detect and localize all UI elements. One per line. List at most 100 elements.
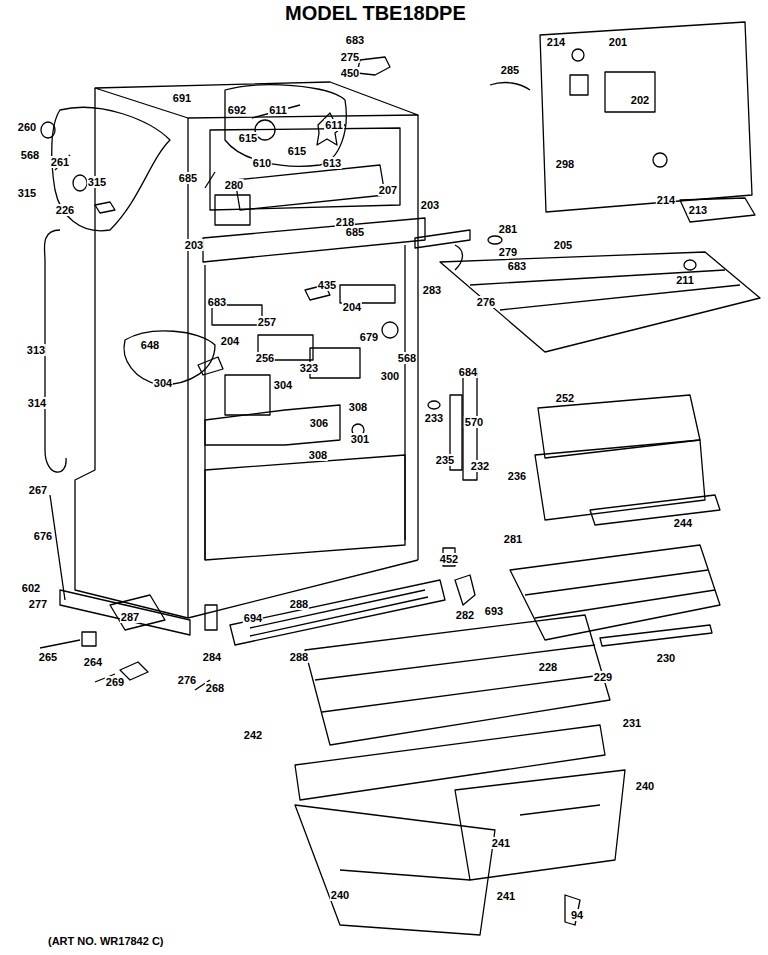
callout-number: 685 xyxy=(178,172,198,184)
ice-tray xyxy=(680,198,755,222)
callout-number: 205 xyxy=(553,239,573,251)
shelf xyxy=(305,615,610,745)
callout-number: 287 xyxy=(120,611,140,623)
callout-number: 240 xyxy=(330,889,350,901)
callout-number: 304 xyxy=(273,379,293,391)
callout-number: 602 xyxy=(21,582,41,594)
callout-number: 204 xyxy=(220,335,240,347)
callout-number: 256 xyxy=(255,352,275,364)
drain-tube xyxy=(44,230,66,472)
callout-number: 204 xyxy=(342,301,362,313)
callout-number: 615 xyxy=(287,145,307,157)
callout-number: 315 xyxy=(17,187,37,199)
wire-shelf xyxy=(440,252,760,352)
callout-number: 233 xyxy=(424,412,444,424)
callout-number: 676 xyxy=(33,530,53,542)
callout-number: 692 xyxy=(227,104,247,116)
cabinet-top xyxy=(95,82,418,118)
callout-number: 691 xyxy=(172,92,192,104)
callout-number: 268 xyxy=(205,682,225,694)
callout-number: 683 xyxy=(507,260,527,272)
callout-number: 281 xyxy=(503,533,523,545)
callout-number: 218 xyxy=(335,216,355,228)
callout-number: 611 xyxy=(268,104,288,116)
callout-number: 265 xyxy=(38,651,58,663)
callout-number: 610 xyxy=(252,157,272,169)
callout-number: 228 xyxy=(538,661,558,673)
callout-number: 279 xyxy=(498,246,518,258)
callout-number: 306 xyxy=(309,417,329,429)
callout-number: 281 xyxy=(498,223,518,235)
callout-number: 277 xyxy=(28,598,48,610)
callout-number: 94 xyxy=(570,909,584,921)
callout-number: 280 xyxy=(224,179,244,191)
callout-number: 214 xyxy=(656,194,676,206)
freezer-liner xyxy=(210,128,400,210)
fan-motor xyxy=(215,195,250,225)
callout-number: 450 xyxy=(340,67,360,79)
callout-number: 214 xyxy=(546,36,566,48)
cutaway xyxy=(225,85,346,166)
callout-number: 314 xyxy=(27,397,47,409)
callout-number: 211 xyxy=(675,274,695,286)
callout-number: 282 xyxy=(455,609,475,621)
crisper-cover xyxy=(295,725,605,800)
top-hinge xyxy=(357,57,390,75)
callout-number: 260 xyxy=(17,121,37,133)
model-title: MODEL TBE18DPE xyxy=(285,2,466,25)
callout-number: 300 xyxy=(380,370,400,382)
callout-number: 313 xyxy=(26,344,46,356)
cabinet-floor xyxy=(205,455,405,560)
callout-number: 203 xyxy=(184,239,204,251)
callout-number: 276 xyxy=(177,674,197,686)
callout-number: 684 xyxy=(458,366,478,378)
callout-number: 229 xyxy=(593,671,613,683)
callout-number: 257 xyxy=(257,316,277,328)
callout-number: 611 xyxy=(324,119,344,131)
callout-number: 568 xyxy=(20,149,40,161)
callout-number: 236 xyxy=(507,470,527,482)
callout-number: 304 xyxy=(153,377,173,389)
callout-number: 285 xyxy=(500,64,520,76)
callout-number: 235 xyxy=(435,454,455,466)
callout-number: 288 xyxy=(289,598,309,610)
callout-number: 308 xyxy=(348,401,368,413)
callout-number: 269 xyxy=(105,676,125,688)
drawer xyxy=(455,770,625,880)
callout-number: 232 xyxy=(470,460,490,472)
callout-number: 683 xyxy=(207,296,227,308)
callout-number: 452 xyxy=(439,553,459,565)
callout-number: 264 xyxy=(83,656,103,668)
callout-number: 301 xyxy=(350,433,370,445)
callout-number: 568 xyxy=(397,352,417,364)
callout-number: 308 xyxy=(308,449,328,461)
callout-number: 230 xyxy=(656,652,676,664)
callout-number: 242 xyxy=(243,729,263,741)
callout-number: 226 xyxy=(55,204,75,216)
callout-number: 231 xyxy=(622,717,642,729)
cutaway xyxy=(52,107,170,230)
callout-number: 244 xyxy=(673,517,693,529)
callout-number: 252 xyxy=(555,392,575,404)
callout-number: 694 xyxy=(243,612,263,624)
callout-number: 207 xyxy=(378,184,398,196)
callout-number: 615 xyxy=(238,132,258,144)
callout-number: 261 xyxy=(50,156,70,168)
callout-number: 315 xyxy=(87,176,107,188)
callout-number: 267 xyxy=(28,484,48,496)
callout-number: 240 xyxy=(635,780,655,792)
callout-number: 288 xyxy=(289,651,309,663)
callout-number: 435 xyxy=(317,279,337,291)
callout-number: 203 xyxy=(420,199,440,211)
fan-blade xyxy=(317,113,345,145)
cabinet-side xyxy=(75,88,188,618)
callout-number: 283 xyxy=(422,284,442,296)
callout-number: 298 xyxy=(555,158,575,170)
callout-number: 679 xyxy=(359,331,379,343)
callout-number: 693 xyxy=(484,605,504,617)
grille xyxy=(230,580,445,645)
callout-number: 276 xyxy=(476,296,496,308)
art-number: (ART NO. WR17842 C) xyxy=(48,935,164,947)
callout-number: 323 xyxy=(299,362,319,374)
